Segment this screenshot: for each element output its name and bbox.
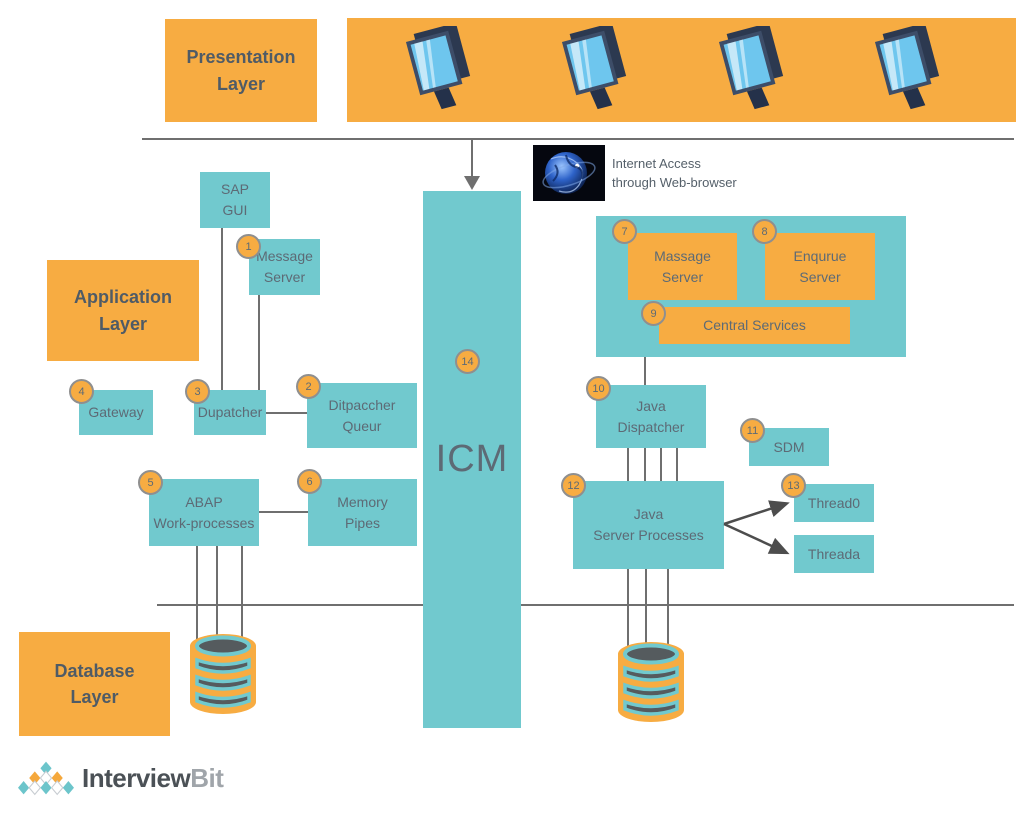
badge-11: 11: [740, 418, 765, 443]
node-sdm: SDM: [749, 428, 829, 466]
badge-6: 6: [297, 469, 322, 494]
connector-jd-jsp-4: [676, 448, 678, 481]
node-java-dispatcher: Java Dispatcher: [596, 385, 706, 448]
badge-4: 4: [69, 379, 94, 404]
database-layer-box: Database Layer: [19, 632, 170, 736]
client-monitors-box: [347, 18, 1016, 122]
monitor-icon: [718, 26, 783, 110]
badge-12: 12: [561, 473, 586, 498]
badge-9-number: 9: [650, 307, 657, 320]
badge-14-number: 14: [461, 355, 474, 368]
badge-11-number: 11: [746, 424, 759, 437]
node-abap-work-processes-label: ABAP Work-processes: [153, 493, 255, 531]
application-layer-label: Application Layer: [74, 287, 172, 334]
node-ditpaccher-queur-label: Ditpaccher Queur: [328, 396, 396, 434]
badge-3: 3: [185, 379, 210, 404]
presentation-layer-label: Presentation Layer: [186, 47, 296, 94]
logo-text-interview: Interview: [82, 762, 191, 793]
connector-jd-jsp-1: [627, 448, 629, 481]
connector-jsp-db-3: [667, 569, 669, 649]
badge-7-number: 7: [621, 225, 628, 238]
node-java-dispatcher-label: Java Dispatcher: [617, 397, 685, 435]
badge-8-number: 8: [761, 225, 768, 238]
badge-1-number: 1: [245, 240, 252, 253]
database-icon: [618, 642, 684, 722]
badge-6-number: 6: [306, 475, 313, 488]
node-icm: ICM: [423, 191, 521, 728]
connector-abap-db-2: [216, 546, 218, 641]
badge-2: 2: [296, 374, 321, 399]
interviewbit-logo: InterviewBit: [18, 758, 224, 798]
badge-10-number: 10: [592, 382, 605, 395]
node-abap-work-processes: ABAP Work-processes: [149, 479, 259, 546]
interviewbit-logo-text: InterviewBit: [82, 762, 224, 794]
node-enqurue-server: Enqurue Server: [765, 233, 875, 300]
connector-centralservices-javadispatcher: [644, 357, 646, 385]
node-java-server-processes-label: Java Server Processes: [593, 506, 704, 543]
connector-abap-memorypipes: [259, 511, 308, 513]
application-layer-box: Application Layer: [47, 260, 199, 361]
badge-2-number: 2: [305, 380, 312, 393]
logo-text-bit: Bit: [190, 762, 224, 793]
monitor-icon: [406, 26, 471, 110]
connector-dupatcher-queue: [266, 412, 307, 414]
node-sap-gui: SAP GUI: [200, 172, 270, 228]
node-sdm-label: SDM: [773, 438, 805, 455]
divider-presentation-application: [142, 138, 1014, 140]
interviewbit-logo-mark: [18, 761, 74, 796]
globe-icon: [533, 145, 605, 201]
node-memory-pipes-label: Memory Pipes: [337, 493, 388, 531]
connector-abap-db-3: [241, 546, 243, 641]
database-icon: [190, 634, 256, 714]
connector-sapgui-dupatcher: [221, 228, 223, 392]
divider-application-database: [157, 604, 1014, 606]
node-memory-pipes: Memory Pipes: [308, 479, 417, 546]
node-thread0: Thread0: [794, 484, 874, 522]
node-java-server-processes: Java Server Processes: [573, 481, 724, 569]
connector-messageserver-dupatcher: [258, 295, 260, 392]
badge-10: 10: [586, 376, 611, 401]
node-massage-server-label: Massage Server: [654, 247, 711, 285]
node-threada: Threada: [794, 535, 874, 573]
connector-abap-db-1: [196, 546, 198, 641]
monitor-icon: [874, 26, 940, 110]
connector-jsp-db-1: [627, 569, 629, 649]
badge-4-number: 4: [78, 385, 85, 398]
node-gateway-label: Gateway: [88, 404, 144, 420]
node-central-services-label: Central Services: [703, 317, 806, 333]
badge-12-number: 12: [567, 479, 580, 492]
node-central-services: Central Services: [659, 307, 850, 344]
badge-13-number: 13: [787, 479, 800, 492]
monitor-icon: [562, 26, 627, 110]
down-arrow: [464, 140, 480, 190]
node-threada-label: Threada: [807, 545, 861, 562]
database-layer-label: Database Layer: [54, 660, 135, 707]
badge-5-number: 5: [147, 476, 154, 489]
node-sap-gui-label: SAP GUI: [220, 181, 249, 218]
node-message-server-label: Message Server: [256, 248, 313, 285]
badge-8: 8: [752, 219, 777, 244]
connector-jd-jsp-3: [660, 448, 662, 481]
node-dupatcher-label: Dupatcher: [197, 404, 263, 420]
badge-5: 5: [138, 470, 163, 495]
badge-3-number: 3: [194, 385, 201, 398]
node-enqurue-server-label: Enqurue Server: [793, 247, 847, 285]
node-icm-label: ICM: [435, 438, 509, 480]
node-ditpaccher-queur: Ditpaccher Queur: [307, 383, 417, 448]
node-thread0-label: Thread0: [807, 494, 861, 511]
badge-14: 14: [455, 349, 480, 374]
connector-jsp-db-2: [645, 569, 647, 649]
presentation-layer-box: Presentation Layer: [165, 19, 317, 122]
node-gateway: Gateway: [79, 390, 153, 435]
internet-access-note: Internet Access through Web-browser: [612, 156, 737, 190]
connector-jd-jsp-2: [644, 448, 646, 481]
badge-9: 9: [641, 301, 666, 326]
badge-13: 13: [781, 473, 806, 498]
badge-7: 7: [612, 219, 637, 244]
thread-arrows: [723, 500, 790, 555]
node-massage-server: Massage Server: [628, 233, 737, 300]
badge-1: 1: [236, 234, 261, 259]
